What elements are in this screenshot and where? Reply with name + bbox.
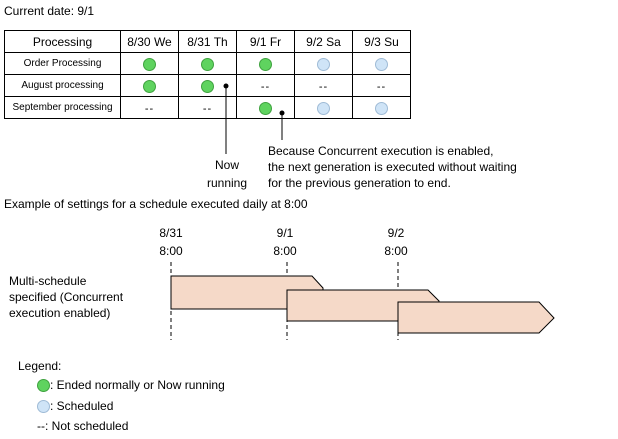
execution-bar-3	[397, 301, 555, 334]
time-label-3: 9/2 8:00	[376, 224, 416, 260]
cell	[352, 96, 411, 119]
table-header-row: Processing 8/30 We 8/31 Th 9/1 Fr 9/2 Sa…	[4, 30, 411, 53]
time-time: 8:00	[384, 244, 408, 258]
legend-item-green: : Ended normally or Now running	[37, 378, 225, 393]
now-running-line1: Now	[214, 158, 239, 172]
legend-title: Legend:	[18, 359, 62, 373]
concurrent-note: Because Concurrent execution is enabled,…	[268, 143, 517, 191]
legend-green-label: : Ended normally or Now running	[50, 378, 225, 392]
cell	[294, 96, 353, 119]
legend-dash-label: : Not scheduled	[45, 419, 129, 433]
time-label-1: 8/31 8:00	[151, 224, 191, 260]
now-running-note: Now running	[205, 158, 249, 190]
multi-schedule-line2: specified (Concurrent	[9, 290, 124, 304]
ended-normally-icon	[143, 79, 156, 93]
cell	[120, 74, 179, 97]
header-day-1: 8/30 We	[120, 30, 179, 53]
current-date: Current date: 9/1	[4, 4, 95, 18]
multi-schedule-line3: execution enabled)	[9, 306, 111, 320]
concurrent-line1: Because Concurrent execution is enabled,	[268, 144, 494, 158]
legend-item-blue: : Scheduled	[37, 399, 114, 414]
now-running-icon	[259, 57, 272, 71]
not-scheduled-mark: --	[37, 419, 45, 433]
not-scheduled-mark: --	[202, 102, 213, 115]
ended-normally-icon	[143, 57, 156, 71]
cell	[352, 52, 411, 75]
multi-schedule-label: Multi-schedule specified (Concurrent exe…	[9, 273, 123, 321]
not-scheduled-mark: --	[144, 102, 155, 115]
header-day-5: 9/3 Su	[352, 30, 411, 53]
multi-schedule-line1: Multi-schedule	[9, 274, 87, 288]
table-row: September processing -- --	[4, 96, 411, 119]
not-scheduled-mark: --	[376, 80, 387, 93]
scheduled-icon	[317, 57, 330, 71]
scheduled-icon	[375, 101, 388, 115]
now-running-icon	[201, 79, 214, 93]
ended-normally-icon	[37, 379, 50, 393]
scheduled-icon	[375, 57, 388, 71]
not-scheduled-mark: --	[318, 80, 329, 93]
scheduled-icon	[317, 101, 330, 115]
time-time: 8:00	[159, 244, 183, 258]
time-label-2: 9/1 8:00	[265, 224, 305, 260]
time-date: 9/1	[276, 226, 294, 240]
example-title: Example of settings for a schedule execu…	[4, 197, 308, 211]
table-row: August processing -- -- --	[4, 74, 411, 97]
header-day-2: 8/31 Th	[178, 30, 237, 53]
concurrent-line3: for the previous generation to end.	[268, 176, 451, 190]
legend-blue-label: : Scheduled	[50, 399, 114, 413]
not-scheduled-mark: --	[260, 80, 271, 93]
time-date: 9/2	[387, 226, 405, 240]
scheduled-icon	[37, 400, 50, 414]
schedule-table: Processing 8/30 We 8/31 Th 9/1 Fr 9/2 Sa…	[4, 30, 411, 119]
ended-normally-icon	[201, 57, 214, 71]
now-running-icon	[259, 101, 272, 115]
legend-item-dash: --: Not scheduled	[37, 419, 128, 433]
now-running-line2: running	[206, 176, 248, 190]
time-date: 8/31	[159, 226, 183, 240]
time-time: 8:00	[273, 244, 297, 258]
concurrent-line2: the next generation is executed without …	[268, 160, 517, 174]
